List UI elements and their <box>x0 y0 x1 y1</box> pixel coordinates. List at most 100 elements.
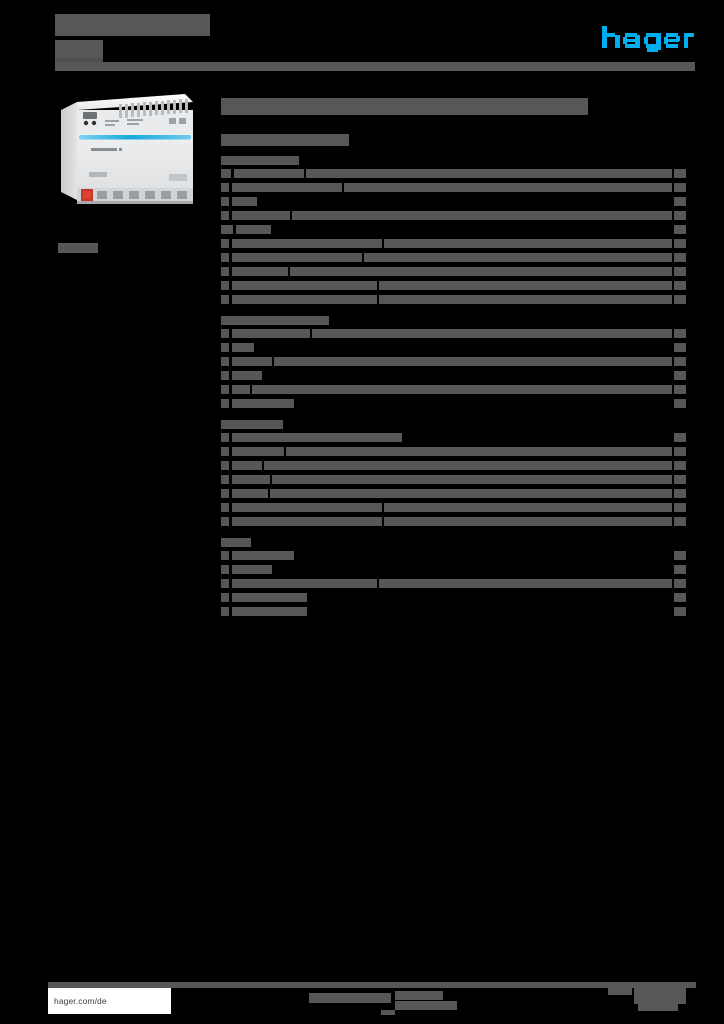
toc-entry-label <box>232 593 307 602</box>
toc-entry-number <box>221 593 229 602</box>
toc-entry-label <box>232 579 377 588</box>
toc-group-title <box>221 420 283 429</box>
toc-entry-number <box>221 197 229 206</box>
toc-entry-leader <box>270 489 672 498</box>
toc-entry-number <box>221 357 229 366</box>
toc-entry-page <box>674 607 686 616</box>
footer-url-box[interactable]: hager.com/de <box>48 988 171 1014</box>
hager-logo <box>602 26 694 52</box>
toc-entry[interactable] <box>221 397 686 411</box>
toc-entry-number <box>221 169 231 178</box>
toc-entry-leader <box>256 343 672 352</box>
toc-entry-leader <box>384 517 672 526</box>
toc-entry-page <box>674 329 686 338</box>
toc-entry-label <box>232 197 257 206</box>
toc-entry-number <box>221 329 229 338</box>
toc-entry-page <box>674 295 686 304</box>
toc-entry[interactable] <box>221 167 686 181</box>
toc-entry[interactable] <box>221 369 686 383</box>
toc-entry-page <box>674 343 686 352</box>
toc-entry-leader <box>379 295 672 304</box>
toc-entry-number <box>221 517 229 526</box>
page-number-bar-3 <box>638 1004 678 1011</box>
toc-entry-label <box>232 385 250 394</box>
toc-entry[interactable] <box>221 237 686 251</box>
toc-entry-page <box>674 239 686 248</box>
toc-entry-label <box>232 461 262 470</box>
toc-entry-label <box>232 183 342 192</box>
toc-entry[interactable] <box>221 473 686 487</box>
toc-entry[interactable] <box>221 563 686 577</box>
toc-entry-page <box>674 593 686 602</box>
toc-entry[interactable] <box>221 293 686 307</box>
toc-entry[interactable] <box>221 279 686 293</box>
toc-entry-label <box>232 565 272 574</box>
toc-entry-label <box>232 357 272 366</box>
toc-entry[interactable] <box>221 431 686 445</box>
page-number-bar-2 <box>634 988 686 1004</box>
footer-center-bar-3 <box>395 1001 457 1010</box>
toc-entry-label <box>236 225 271 234</box>
table-of-contents[interactable] <box>221 156 686 619</box>
header-divider <box>55 62 695 71</box>
toc-entry[interactable] <box>221 383 686 397</box>
page-number-bar-1 <box>608 988 632 995</box>
toc-entry[interactable] <box>221 501 686 515</box>
toc-entry-page <box>674 475 686 484</box>
toc-group-title <box>221 156 299 165</box>
toc-entry[interactable] <box>221 195 686 209</box>
toc-entry-leader <box>312 329 672 338</box>
page-heading <box>221 98 588 115</box>
toc-entry-page <box>674 565 686 574</box>
toc-group <box>221 538 686 619</box>
footer-page-number <box>608 988 696 1011</box>
toc-entry[interactable] <box>221 341 686 355</box>
toc-entry[interactable] <box>221 549 686 563</box>
toc-entry-label <box>232 447 284 456</box>
toc-entry[interactable] <box>221 605 686 619</box>
toc-entry[interactable] <box>221 515 686 529</box>
toc-entry-label <box>232 517 382 526</box>
toc-entry-label <box>232 489 268 498</box>
toc-entry-label <box>232 329 310 338</box>
footer-center-text <box>295 991 500 1015</box>
toc-entry-label <box>232 503 382 512</box>
toc-entry[interactable] <box>221 487 686 501</box>
toc-entry-number <box>221 433 229 442</box>
toc-entry-leader <box>404 433 672 442</box>
toc-entry[interactable] <box>221 355 686 369</box>
toc-entry-leader <box>306 169 672 178</box>
toc-entry-page <box>674 211 686 220</box>
toc-entry-page <box>674 433 686 442</box>
toc-entry-number <box>221 239 229 248</box>
toc-entry-number <box>221 579 229 588</box>
toc-entry-leader <box>296 551 672 560</box>
toc-entry[interactable] <box>221 251 686 265</box>
toc-entry-number <box>221 343 229 352</box>
toc-group-title <box>221 316 329 325</box>
toc-entry-page <box>674 503 686 512</box>
main-content <box>221 88 686 628</box>
toc-entry-leader <box>286 447 672 456</box>
toc-entry-label <box>232 475 270 484</box>
toc-entry[interactable] <box>221 327 686 341</box>
footer-url-text: hager.com/de <box>54 996 107 1006</box>
toc-entry-leader <box>309 607 672 616</box>
toc-entry[interactable] <box>221 223 686 237</box>
toc-entry[interactable] <box>221 209 686 223</box>
toc-group <box>221 156 686 307</box>
toc-entry[interactable] <box>221 181 686 195</box>
toc-entry-label <box>232 281 377 290</box>
toc-entry-page <box>674 489 686 498</box>
toc-entry[interactable] <box>221 459 686 473</box>
footer-divider <box>48 982 696 988</box>
toc-entry-label <box>232 211 290 220</box>
toc-entry-number <box>221 183 229 192</box>
toc-entry[interactable] <box>221 265 686 279</box>
toc-entry-page <box>674 225 686 234</box>
toc-entry[interactable] <box>221 577 686 591</box>
toc-entry[interactable] <box>221 445 686 459</box>
toc-entry[interactable] <box>221 591 686 605</box>
toc-entry-page <box>674 461 686 470</box>
